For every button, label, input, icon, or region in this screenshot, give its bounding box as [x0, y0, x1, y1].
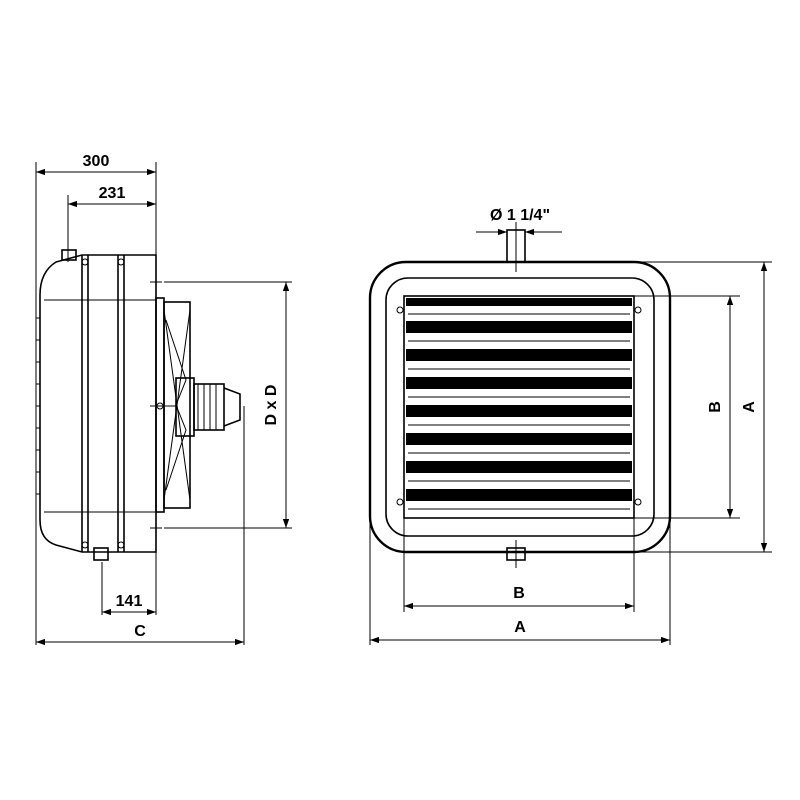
side-fins [36, 317, 40, 495]
dim-231-label: 231 [99, 185, 126, 202]
dim-b-vertical-label: B [707, 401, 724, 413]
dim-300-label: 300 [83, 153, 110, 170]
dim-a-horizontal-label: A [514, 619, 526, 636]
dim-dxd-label: D x D [263, 385, 280, 426]
front-view: Ø 1 1/4" B A B A [368, 207, 772, 645]
side-view: 300 231 D x D 141 C [35, 153, 292, 646]
dim-a-vertical-label: A [741, 401, 758, 413]
dim-141-label: 141 [116, 593, 143, 610]
louvres [406, 298, 632, 510]
pipe-diameter-label: Ø 1 1/4" [490, 207, 550, 224]
dim-b-horizontal-label: B [513, 585, 525, 602]
dim-c-label: C [134, 623, 146, 640]
